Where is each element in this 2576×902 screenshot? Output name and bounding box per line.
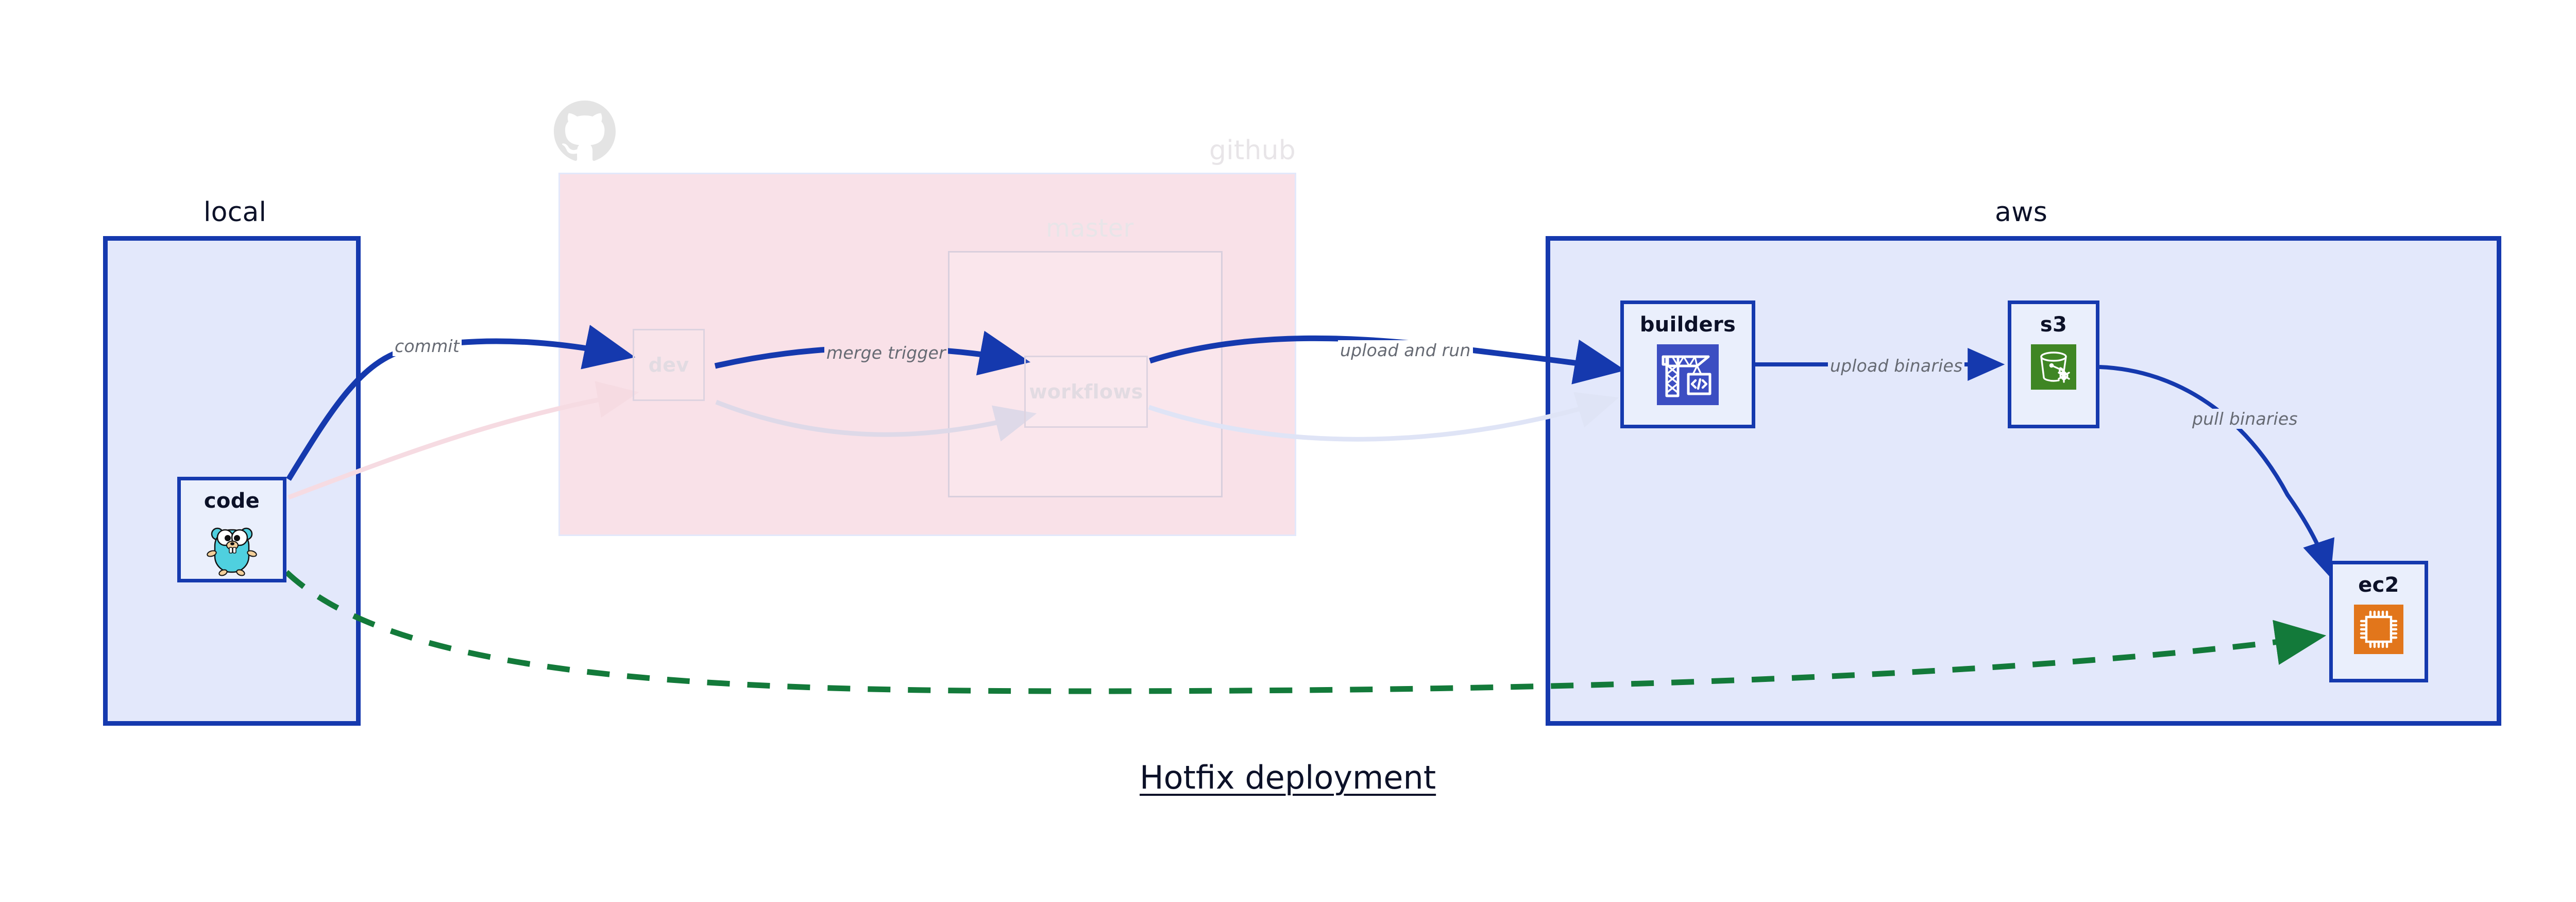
- diagram-title: Hotfix deployment: [1140, 759, 1436, 796]
- edge-label-upload-and-run: upload and run: [1338, 340, 1473, 360]
- edge-label-upload-binaries: upload binaries: [1828, 356, 1965, 376]
- cluster-github-label: github: [1209, 135, 1296, 166]
- github-octocat-logo: [554, 101, 616, 162]
- edge-label-merge-trigger: merge trigger: [824, 343, 948, 363]
- s3-bucket-icon: [2031, 344, 2076, 390]
- node-builders[interactable]: builders: [1620, 300, 1755, 428]
- crane-code-icon: [1657, 344, 1719, 405]
- node-dev[interactable]: dev: [633, 329, 705, 401]
- cpu-chip-icon: [2354, 605, 2403, 654]
- node-code[interactable]: code: [177, 477, 286, 582]
- node-dev-label: dev: [648, 354, 689, 376]
- go-gopher-icon: [205, 521, 259, 578]
- cluster-aws-label: aws: [1995, 197, 2048, 228]
- node-code-label: code: [204, 489, 260, 513]
- node-s3[interactable]: s3: [2008, 300, 2099, 428]
- cluster-master-label: master: [1046, 214, 1134, 243]
- node-s3-label: s3: [2040, 313, 2067, 337]
- node-ec2[interactable]: ec2: [2329, 561, 2428, 682]
- edge-label-commit: commit: [393, 336, 462, 356]
- node-workflows[interactable]: workflows: [1024, 356, 1148, 428]
- node-workflows-label: workflows: [1029, 380, 1143, 403]
- edge-label-pull-binaries: pull binaries: [2190, 409, 2300, 429]
- node-builders-label: builders: [1639, 313, 1736, 337]
- node-ec2-label: ec2: [2358, 573, 2399, 597]
- cluster-local-label: local: [204, 197, 267, 228]
